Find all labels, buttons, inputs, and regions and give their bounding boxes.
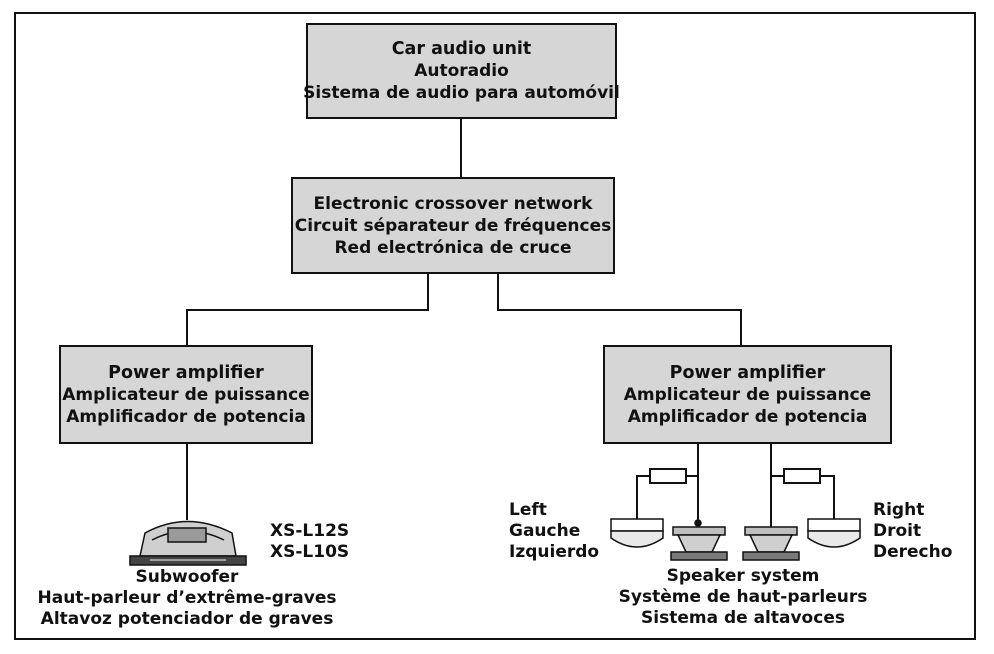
right-channel-label: Right Droit Derecho bbox=[873, 500, 952, 563]
amp-right-title: Power amplifier bbox=[669, 362, 826, 383]
speaker-system-french: Système de haut-parleurs bbox=[618, 587, 868, 607]
subwoofer-icon bbox=[129, 520, 247, 566]
subwoofer-model-1: XS-L12S bbox=[270, 521, 350, 541]
speaker-system-title: Speaker system bbox=[666, 566, 820, 586]
amp-left-title: Power amplifier bbox=[108, 362, 264, 383]
wire-filter-tweeter-left bbox=[636, 475, 650, 521]
crossover-filter-icon bbox=[783, 468, 821, 484]
car-audio-unit-title: Car audio unit bbox=[391, 39, 532, 59]
diagram-frame bbox=[14, 12, 976, 640]
tweeter-left-icon bbox=[610, 518, 664, 548]
power-amplifier-left-box: Power amplifier Amplicateur de puissance… bbox=[59, 345, 313, 444]
crossover-filter-icon bbox=[649, 468, 687, 484]
car-audio-unit-spanish: Sistema de audio para automóvil bbox=[303, 83, 620, 103]
car-audio-unit-box: Car audio unit Autoradio Sistema de audi… bbox=[303, 23, 620, 119]
amp-left-french: Amplicateur de puissance bbox=[62, 384, 310, 405]
wire-crossover-right-amp bbox=[497, 273, 742, 346]
amp-right-spanish: Amplificador de potencia bbox=[627, 406, 868, 427]
speaker-system-spanish: Sistema de altavoces bbox=[641, 608, 845, 628]
right-label-en: Right bbox=[873, 500, 925, 520]
subwoofer-caption: Subwoofer Haut-parleur d’extrême-graves … bbox=[27, 567, 347, 630]
tweeter-right-icon bbox=[807, 518, 861, 548]
left-label-en: Left bbox=[509, 500, 547, 520]
subwoofer-title: Subwoofer bbox=[135, 567, 239, 587]
subwoofer-spanish: Altavoz potenciador de graves bbox=[40, 609, 334, 629]
amp-right-french: Amplicateur de puissance bbox=[623, 384, 872, 405]
right-label-es: Derecho bbox=[873, 542, 953, 562]
right-label-fr: Droit bbox=[873, 521, 922, 541]
amp-left-spanish: Amplificador de potencia bbox=[66, 406, 306, 427]
crossover-spanish: Red electrónica de cruce bbox=[334, 237, 572, 258]
crossover-title: Electronic crossover network bbox=[313, 193, 593, 214]
woofer-right-icon bbox=[742, 526, 800, 561]
wire-crossover-left-amp bbox=[186, 273, 429, 346]
left-label-fr: Gauche bbox=[509, 521, 581, 541]
car-audio-unit-french: Autoradio bbox=[414, 61, 509, 81]
left-channel-label: Left Gauche Izquierdo bbox=[509, 500, 599, 563]
subwoofer-french: Haut-parleur d’extrême-graves bbox=[37, 588, 337, 608]
crossover-box: Electronic crossover network Circuit sép… bbox=[291, 177, 615, 274]
subwoofer-models: XS-L12S XS-L10S bbox=[270, 521, 349, 563]
woofer-left-icon bbox=[670, 519, 728, 561]
wire-filter-tweeter-right bbox=[820, 475, 835, 521]
subwoofer-model-2: XS-L10S bbox=[270, 542, 350, 562]
left-label-es: Izquierdo bbox=[509, 542, 600, 562]
speaker-system-caption: Speaker system Système de haut-parleurs … bbox=[598, 566, 888, 629]
power-amplifier-right-box: Power amplifier Amplicateur de puissance… bbox=[603, 345, 892, 444]
crossover-french: Circuit séparateur de fréquences bbox=[294, 215, 612, 236]
